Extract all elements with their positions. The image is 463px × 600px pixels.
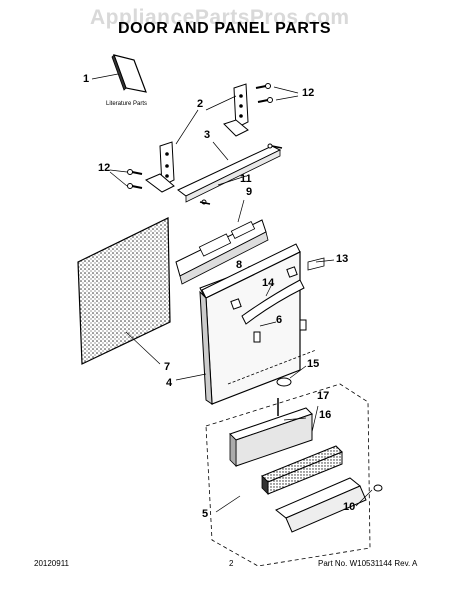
vent-panel bbox=[229, 407, 313, 467]
callout-12-upper: 12 bbox=[302, 87, 315, 99]
bottom-trim bbox=[275, 477, 383, 533]
clip-15 bbox=[276, 365, 307, 387]
outer-door-panel bbox=[175, 243, 317, 405]
callout-2: 2 bbox=[197, 98, 204, 110]
callout-12-lower: 12 bbox=[98, 162, 111, 174]
fasteners-6 bbox=[253, 319, 307, 343]
screws-left bbox=[109, 169, 143, 189]
callout-4: 4 bbox=[166, 377, 173, 389]
callout-10: 10 bbox=[343, 501, 356, 513]
bracket-13 bbox=[307, 257, 335, 271]
screws-upper bbox=[255, 83, 299, 103]
callout-6: 6 bbox=[276, 314, 283, 326]
door-handle bbox=[230, 266, 305, 325]
callout-7: 7 bbox=[164, 361, 171, 373]
literature-parts-label: Literature Parts bbox=[106, 101, 147, 107]
seal-strip bbox=[261, 405, 343, 495]
callout-14: 14 bbox=[262, 277, 275, 289]
callout-8: 8 bbox=[236, 259, 243, 271]
footer-date: 20120911 bbox=[34, 559, 69, 568]
callout-11: 11 bbox=[240, 173, 252, 185]
callout-1: 1 bbox=[83, 73, 90, 85]
callout-5: 5 bbox=[202, 508, 209, 520]
footer-page-number: 2 bbox=[229, 559, 234, 568]
callout-9: 9 bbox=[246, 186, 253, 198]
hinge-bracket-right bbox=[223, 83, 249, 137]
watermark: AppliancePartsPros.com bbox=[90, 6, 350, 29]
literature-booklet bbox=[91, 54, 147, 93]
insulation-panel bbox=[77, 217, 171, 365]
page-title: DOOR AND PANEL PARTS bbox=[118, 20, 332, 37]
control-console bbox=[175, 199, 269, 285]
inner-door-outline bbox=[205, 383, 371, 567]
callout-13: 13 bbox=[336, 253, 349, 265]
callout-16: 16 bbox=[319, 409, 332, 421]
hinge-bracket-left bbox=[145, 95, 237, 193]
callout-17: 17 bbox=[317, 390, 330, 402]
leader-5 bbox=[215, 495, 241, 513]
callout-15: 15 bbox=[307, 358, 320, 370]
footer-part-number: Part No. W10531144 Rev. A bbox=[318, 559, 418, 568]
callout-3: 3 bbox=[204, 129, 211, 141]
channel-bracket bbox=[177, 141, 283, 205]
